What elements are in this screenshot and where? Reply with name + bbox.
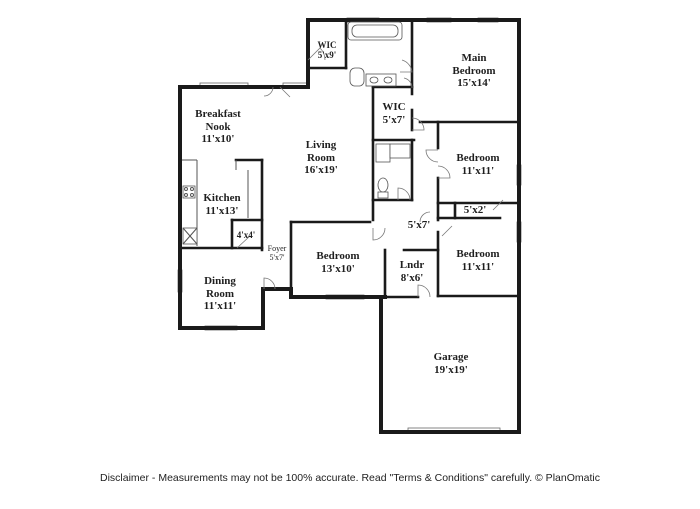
room-bedroom-mid-label: Bedroom 13'x10' [316, 250, 359, 275]
room-main-bedroom-label: Main Bedroom 15'x14' [444, 52, 504, 90]
bath-fixtures [347, 21, 411, 199]
room-garage-label: Garage 19'x19' [434, 351, 469, 376]
room-foyer-label: Foyer 5'x7' [268, 244, 287, 262]
hall-5x7-label: 5'x7' [408, 219, 431, 232]
room-dimensions: 15'x14' [457, 77, 491, 90]
room-name: Breakfast Nook [195, 108, 241, 133]
room-dimensions: 5'x7' [382, 113, 406, 126]
room-name: Dining Room [204, 275, 236, 300]
room-name: Kitchen [203, 192, 241, 204]
interior-walls [178, 18, 521, 299]
room-dimensions: 11'x11' [461, 164, 495, 177]
room-bedroom-right-bottom-label: Bedroom 11'x11' [456, 248, 499, 273]
room-wic-mid-label: WIC 5'x7' [382, 101, 405, 126]
room-name: WIC [317, 40, 337, 50]
exterior-walls [178, 18, 521, 434]
room-dimensions: 11'x13' [205, 204, 239, 217]
room-living-room-label: Living Room 16'x19' [291, 139, 351, 177]
room-name: Foyer [267, 244, 287, 253]
room-dimensions: 8'x6' [400, 271, 424, 284]
door-swings [236, 47, 504, 298]
pantry-label: 4'x4' [237, 230, 256, 240]
room-name: Bedroom [456, 248, 500, 260]
room-dimensions: 19'x19' [434, 363, 468, 376]
room-dining-room-label: Dining Room 11'x11' [190, 275, 250, 313]
room-dimensions: 16'x19' [304, 164, 338, 177]
room-name: Garage [433, 351, 469, 363]
room-name: Bedroom [456, 152, 500, 164]
room-laundry-label: Lndr 8'x6' [400, 259, 424, 284]
room-dimensions: 5'x9' [317, 50, 337, 61]
room-name: Lndr [399, 259, 425, 271]
room-dimensions: 4'x4' [236, 230, 256, 240]
kitchen-counters [182, 159, 249, 246]
room-name: WIC [382, 101, 406, 113]
room-name: Main Bedroom [452, 52, 496, 77]
room-dimensions: 11'x11' [203, 300, 237, 313]
room-kitchen-label: Kitchen 11'x13' [203, 192, 240, 217]
room-dimensions: 5'x7' [269, 253, 285, 263]
closet-5x2-label: 5'x2' [464, 204, 487, 217]
room-bedroom-right-top-label: Bedroom 11'x11' [456, 152, 499, 177]
room-name: Bedroom [316, 250, 360, 262]
disclaimer-text: Disclaimer - Measurements may not be 100… [100, 472, 600, 484]
room-wic-top-label: WIC 5'x9' [317, 40, 336, 61]
room-dimensions: 11'x10' [201, 133, 235, 146]
room-dimensions: 11'x11' [461, 260, 495, 273]
room-dimensions: 5'x2' [463, 204, 487, 216]
room-name: Living Room [305, 139, 337, 164]
room-breakfast-nook-label: Breakfast Nook 11'x10' [183, 108, 253, 146]
room-dimensions: 5'x7' [407, 219, 431, 231]
room-dimensions: 13'x10' [321, 262, 355, 275]
